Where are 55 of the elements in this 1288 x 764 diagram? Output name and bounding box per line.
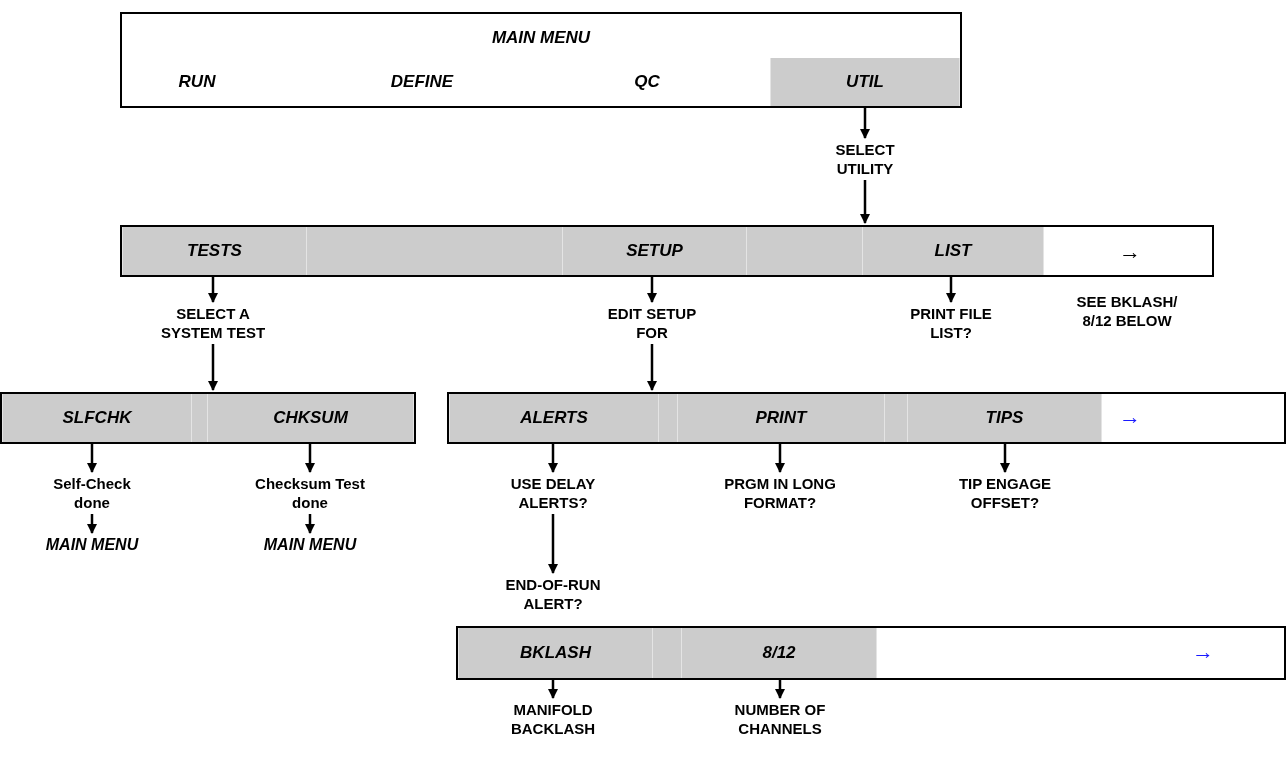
arrow [946, 277, 956, 303]
menu-option: DEFINE [322, 58, 522, 106]
selected-menu-option: UTIL [770, 58, 960, 106]
selected-menu-option: TIPS [907, 394, 1102, 442]
next-page-arrow: → [1192, 640, 1214, 664]
arrow [208, 344, 218, 391]
arrow [1000, 444, 1010, 473]
note-text: SEE BKLASH/ 8/12 BELOW [1075, 292, 1179, 330]
arrow [548, 514, 558, 574]
menu-bar [456, 626, 1286, 680]
selected-menu-option: BKLASH [458, 628, 653, 678]
arrow [548, 680, 558, 699]
selected-menu-option: SETUP [562, 227, 747, 275]
screen-prompt: SELECT A SYSTEM TEST [145, 304, 281, 342]
screen-prompt: NUMBER OF CHANNELS [715, 700, 845, 738]
arrow [548, 444, 558, 473]
menu-bar [0, 392, 416, 444]
arrow [775, 444, 785, 473]
selected-menu-option: ALERTS [449, 394, 659, 442]
menu-bar [447, 392, 1286, 444]
screen-prompt: END-OF-RUN ALERT? [488, 575, 618, 613]
arrow [305, 444, 315, 473]
arrow [305, 514, 315, 534]
selected-menu-option: PRINT [677, 394, 885, 442]
selected-menu-option: TESTS [122, 227, 307, 275]
arrow [860, 108, 870, 139]
menu-title: MAIN MENU [490, 28, 592, 48]
selected-menu-option: CHKSUM [207, 394, 414, 442]
next-page-arrow: → [1119, 240, 1141, 264]
arrow [647, 344, 657, 391]
screen-prompt: SELECT UTILITY [810, 140, 920, 178]
arrow [87, 514, 97, 534]
menu-bar [120, 225, 1214, 277]
arrow [208, 277, 218, 303]
arrow [647, 277, 657, 303]
menu-return-text: MAIN MENU [250, 535, 370, 554]
menu-option: RUN [122, 58, 272, 106]
screen-prompt: Checksum Test done [240, 474, 380, 512]
arrow [860, 180, 870, 224]
screen-prompt: PRINT FILE LIST? [901, 304, 1001, 342]
screen-prompt: TIP ENGAGE OFFSET? [930, 474, 1080, 512]
selected-menu-option: 8/12 [681, 628, 877, 678]
screen-prompt: USE DELAY ALERTS? [488, 474, 618, 512]
arrow [775, 680, 785, 699]
screen-prompt: PRGM IN LONG FORMAT? [695, 474, 865, 512]
arrow [87, 444, 97, 473]
screen-prompt: MANIFOLD BACKLASH [488, 700, 618, 738]
menu-return-text: MAIN MENU [32, 535, 152, 554]
screen-prompt: Self-Check done [46, 474, 138, 512]
screen-prompt: EDIT SETUP FOR [602, 304, 702, 342]
next-page-arrow: → [1119, 405, 1141, 429]
menu-panel [120, 12, 962, 108]
selected-menu-option: SLFCHK [2, 394, 192, 442]
selected-menu-option: LIST [862, 227, 1044, 275]
menu-option: QC [572, 58, 722, 106]
